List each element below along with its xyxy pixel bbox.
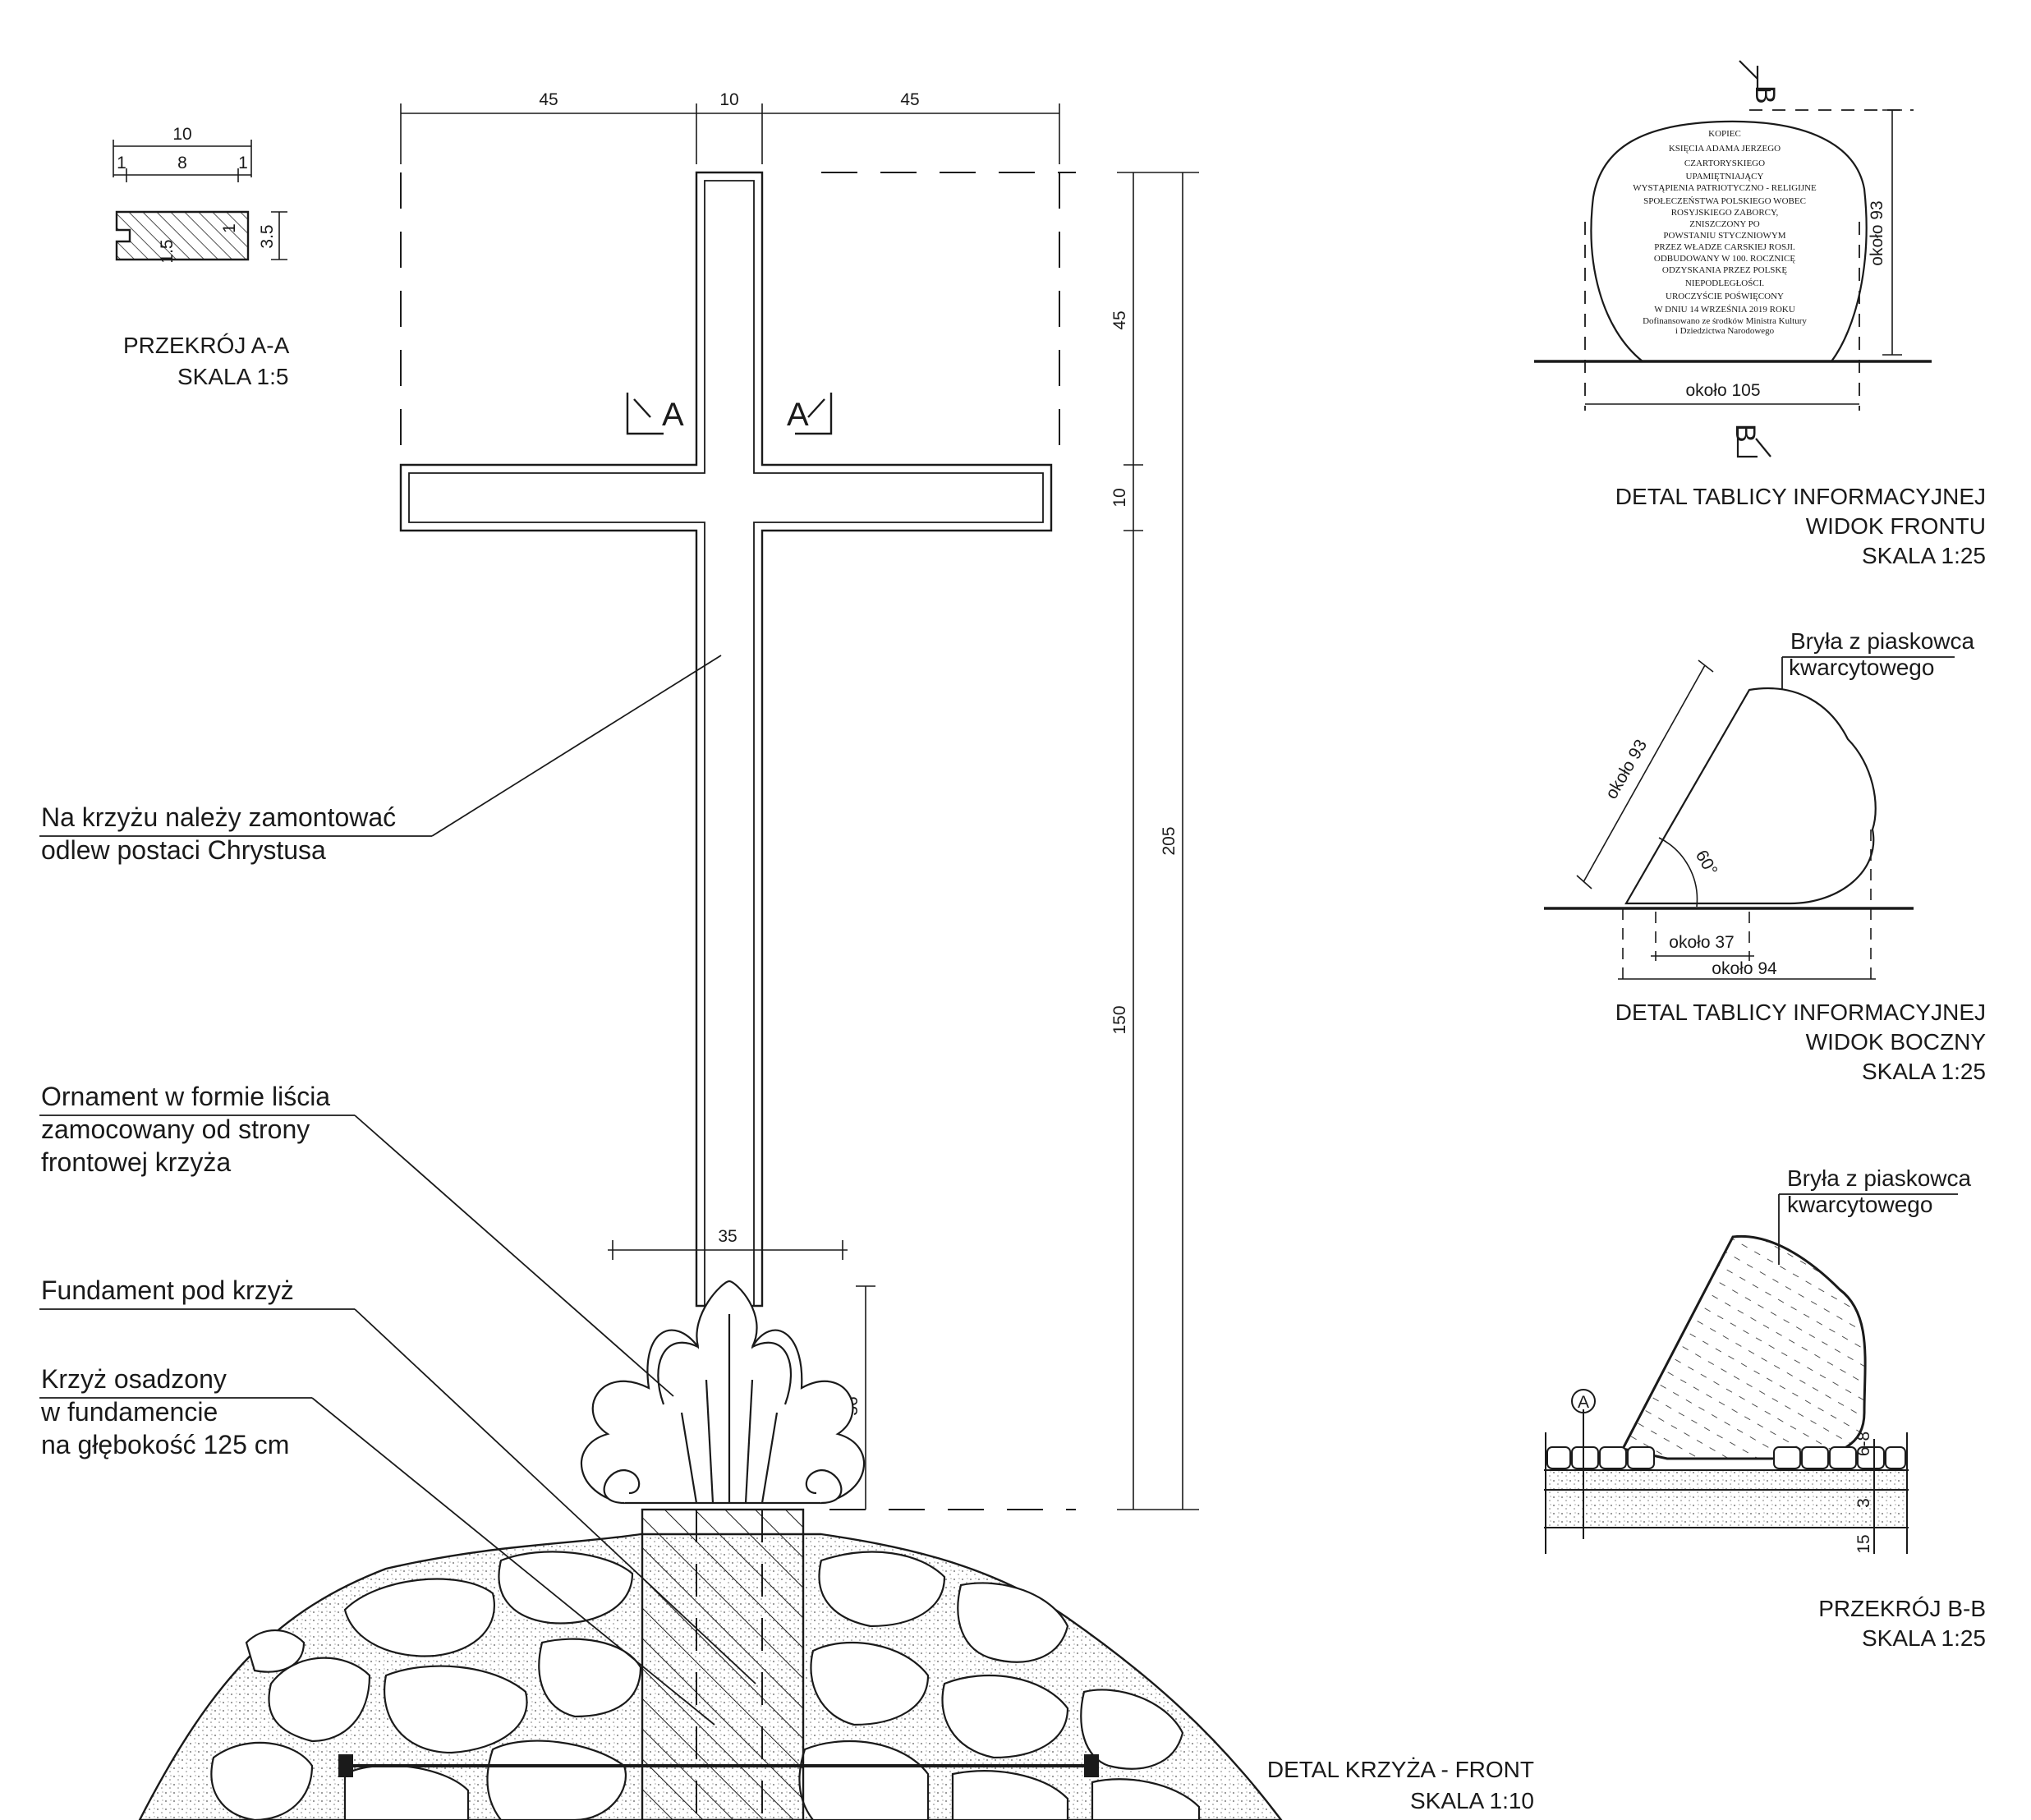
note-christ-line-1: Na krzyżu należy zamontować — [41, 802, 396, 832]
note-foundation: Fundament pod krzyż — [41, 1275, 294, 1305]
plaque-section-mark-bottom: B — [1730, 424, 1761, 443]
cross-dim-lower: 150 — [1110, 1005, 1129, 1034]
cross-section-mark-left: A — [662, 397, 684, 433]
aa-width-dim: 10 — [172, 125, 191, 144]
aa-right-dim: 1 — [238, 154, 248, 172]
bb-material-1: Bryła z piaskowca — [1787, 1165, 1972, 1191]
plaque-line: KSIĘCIA ADAMA JERZEGO — [1669, 144, 1781, 154]
aa-web-dim: 1.5 — [158, 239, 177, 263]
plaque-width-label: około 105 — [1685, 381, 1760, 400]
leaf-ornament — [580, 1280, 866, 1505]
bb-axis-label: A — [1578, 1393, 1589, 1412]
cross-pedestal — [641, 1508, 805, 1820]
bb-layer-1: 6-8 — [1854, 1432, 1873, 1456]
plaque-front-title-1: DETAL TABLICY INFORMACYJNEJ — [1615, 484, 1986, 509]
plaque-line: ROSYJSKIEGO ZABORCY, — [1671, 208, 1779, 218]
side-material-2: kwarcytowego — [1789, 655, 1934, 680]
bb-layer-3: 15 — [1854, 1534, 1873, 1553]
plaque-side-title-2: WIDOK BOCZNY — [1806, 1029, 1987, 1055]
cross-detail: 45 10 45 A A 45 10 205 1 — [39, 90, 1534, 1820]
bb-title: PRZEKRÓJ B-B — [1818, 1596, 1986, 1621]
cross-dim-arm-right: 45 — [900, 90, 919, 109]
aa-left-dim: 1 — [117, 154, 126, 172]
plaque-line: UPAMIĘTNIAJĄCY — [1686, 172, 1764, 182]
plaque-line: CZARTORYSKIEGO — [1684, 159, 1765, 168]
bb-scale: SKALA 1:25 — [1862, 1625, 1986, 1651]
side-material-1: Bryła z piaskowca — [1790, 628, 1975, 654]
aa-height-dim: 3.5 — [258, 224, 277, 248]
plaque-line: Dofinansowano ze środków Ministra Kultur… — [1643, 316, 1807, 326]
cross-title: DETAL KRZYŻA - FRONT — [1267, 1757, 1534, 1782]
plaque-front-title-2: WIDOK FRONTU — [1806, 513, 1986, 539]
cross-dim-top: 45 — [1110, 310, 1129, 329]
plaque-line: ODZYSKANIA PRZEZ POLSKĘ — [1662, 265, 1787, 275]
section-aa: 10 1 8 1 3.5 1.5 1 PRZEKRÓJ A-A SKALA 1:… — [113, 125, 290, 389]
plaque-side-scale: SKALA 1:25 — [1862, 1059, 1986, 1084]
plaque-line: i Dziedzictwa Narodowego — [1675, 326, 1775, 336]
cross-dim-base-width: 35 — [718, 1227, 737, 1246]
bb-layer-2: 3 — [1854, 1498, 1873, 1508]
cross-dim-beam: 10 — [1110, 488, 1129, 507]
side-slope-label: około 93 — [1602, 737, 1652, 802]
section-bb: Bryła z piaskowca kwarcytowego — [1544, 1165, 1986, 1651]
plaque-line: PRZEZ WŁADZE CARSKIEJ ROSJI. — [1654, 242, 1795, 252]
aa-title: PRZEKRÓJ A-A — [123, 333, 290, 358]
side-depth-label: około 94 — [1712, 959, 1777, 978]
plaque-line: POWSTANIU STYCZNIOWYM — [1663, 231, 1785, 241]
plaque-line: W DNIU 14 WRZEŚNIA 2019 ROKU — [1654, 305, 1795, 315]
plaque-line: WYSTĄPIENIA PATRIOTYCZNO - RELIGIJNE — [1633, 183, 1817, 193]
plaque-line: NIEPODLEGŁOŚCI. — [1685, 278, 1764, 288]
plaque-side: Bryła z piaskowca kwarcytowego około 93 … — [1544, 628, 1986, 1084]
bb-material-2: kwarcytowego — [1787, 1192, 1932, 1217]
note-embedded-line-3: na głębokość 125 cm — [41, 1430, 289, 1459]
plaque-section-mark-top: B — [1749, 85, 1781, 104]
note-christ-line-2: odlew postaci Chrystusa — [41, 835, 326, 865]
aa-flange-dim: 1 — [220, 223, 239, 233]
note-ornament-line-3: frontowej krzyża — [41, 1147, 231, 1177]
note-embedded-line-2: w fundamencie — [40, 1397, 218, 1427]
cross-scale: SKALA 1:10 — [1410, 1788, 1534, 1813]
plaque-front: B B około 105 około 93 KOPIEC KSIĘCIA AD… — [1534, 60, 1986, 568]
plaque-line: UROCZYŚCIE POŚWIĘCONY — [1666, 292, 1784, 301]
cross-dim-arm-left: 45 — [539, 90, 558, 109]
plaque-side-title-1: DETAL TABLICY INFORMACYJNEJ — [1615, 1000, 1986, 1025]
aa-scale: SKALA 1:5 — [177, 364, 288, 389]
cross-section-mark-right: A — [787, 397, 809, 433]
plaque-line: KOPIEC — [1708, 129, 1741, 139]
plaque-height-label: około 93 — [1868, 200, 1886, 265]
note-embedded-line-1: Krzyż osadzony — [41, 1364, 227, 1394]
aa-middle-dim: 8 — [177, 154, 187, 172]
cross-dim-post: 10 — [719, 90, 738, 109]
plaque-front-scale: SKALA 1:25 — [1862, 543, 1986, 568]
plaque-line: SPOŁECZEŃSTWA POLSKIEGO WOBEC — [1643, 196, 1806, 206]
note-ornament-line-2: zamocowany od strony — [41, 1115, 310, 1144]
plaque-line: ODBUDOWANY W 100. ROCZNICĘ — [1654, 254, 1795, 264]
note-ornament-line-1: Ornament w formie liścia — [41, 1082, 330, 1111]
plaque-inscription: KOPIEC KSIĘCIA ADAMA JERZEGO CZARTORYSKI… — [1633, 129, 1817, 336]
plaque-line: ZNISZCZONY PO — [1689, 219, 1760, 229]
cross-dim-total: 205 — [1160, 826, 1179, 855]
side-base-label: około 37 — [1669, 933, 1734, 952]
foundation-stones — [210, 1551, 1201, 1820]
